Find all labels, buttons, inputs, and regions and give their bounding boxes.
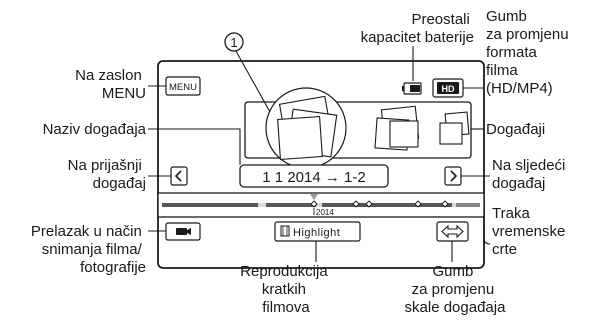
svg-text:1: 1	[230, 35, 237, 50]
svg-text:1 1 2014 → 1-2: 1 1 2014 → 1-2	[262, 169, 365, 186]
label-next-event: Na sljedeći događaj	[492, 157, 570, 192]
highlight-button[interactable]: Highlight	[274, 221, 361, 242]
prev-event-button[interactable]	[170, 166, 188, 186]
event-thumbnail-large[interactable]	[265, 87, 347, 169]
camera-icon	[176, 228, 191, 235]
next-event-button[interactable]	[444, 166, 462, 186]
svg-text:2014: 2014	[316, 208, 334, 217]
timeline-cursor-icon	[310, 194, 318, 200]
label-event-scale: Gumb za promjenu skale događaja	[405, 263, 507, 316]
menu-button[interactable]: MENU	[165, 76, 201, 96]
format-toggle-button[interactable]: HD	[432, 78, 464, 98]
svg-text:MENU: MENU	[169, 82, 197, 93]
record-mode-button[interactable]	[165, 222, 201, 241]
label-timeline: Traka vremenske crte	[492, 205, 570, 258]
event-name-box: 1 1 2014 → 1-2	[239, 164, 389, 188]
label-record-mode: Prelazak u način snimanja filma/ fotogra…	[31, 223, 146, 276]
label-events: Događaji	[486, 121, 545, 138]
label-battery: Preostali kapacitet baterije	[361, 11, 474, 46]
event-thumbnail-medium[interactable]	[374, 105, 420, 151]
svg-text:HD: HD	[442, 84, 455, 94]
marker-1: 1	[224, 32, 244, 52]
timeline-bar[interactable]: 2014	[157, 192, 485, 218]
timeline-event-marks	[310, 200, 449, 208]
film-icon	[280, 225, 290, 237]
chevron-left-icon	[174, 170, 182, 182]
battery-icon	[402, 82, 422, 95]
label-prev-event: Na prijašnji događaj	[68, 157, 146, 192]
label-menu: Na zaslon MENU	[75, 67, 146, 102]
label-highlight: Reprodukcija kratkih filmova	[240, 263, 332, 316]
event-scale-button[interactable]	[436, 221, 469, 242]
svg-text:Highlight: Highlight	[293, 227, 340, 239]
double-arrow-icon	[441, 224, 464, 239]
label-format-toggle: Gumb za promjenu formata filma (HD/MP4)	[486, 8, 573, 97]
label-event-name: Naziv događaja	[43, 121, 147, 138]
event-thumbnail-small[interactable]	[439, 111, 470, 145]
chevron-right-icon	[450, 170, 458, 182]
